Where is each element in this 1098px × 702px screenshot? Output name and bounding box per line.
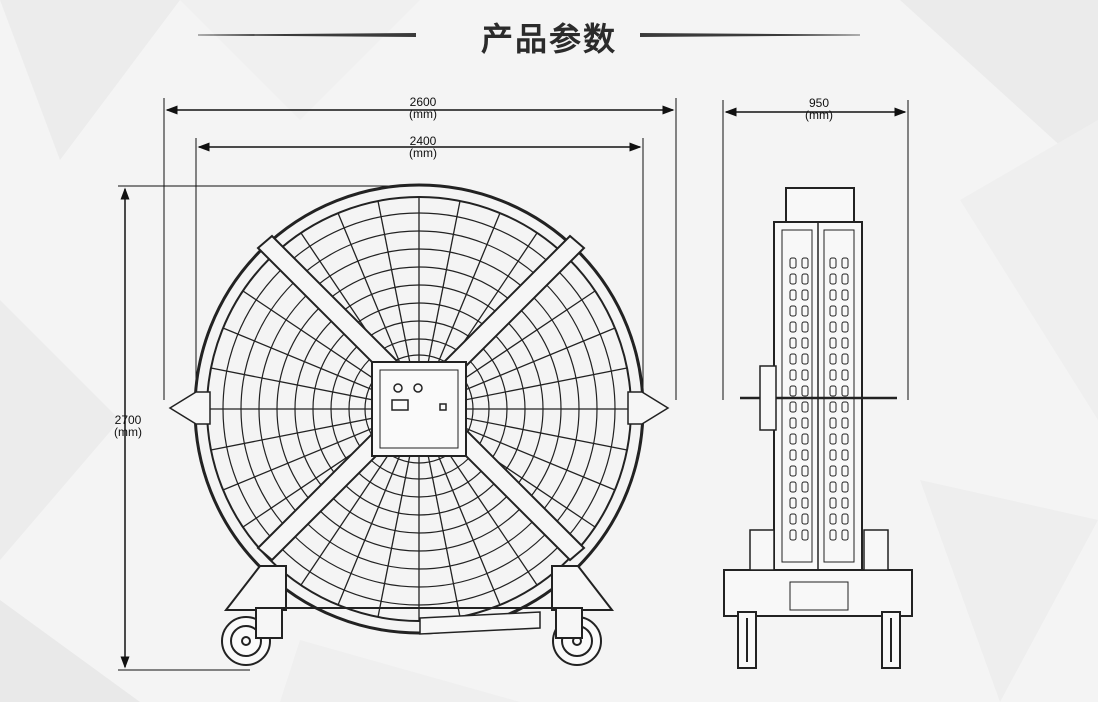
vent-slot: [789, 305, 797, 317]
dimension-outer-width: [163, 98, 677, 400]
vent-slot: [801, 401, 809, 413]
fan-side-view: [723, 187, 913, 669]
vent-slot: [829, 401, 837, 413]
dimension-value: 950: [808, 96, 830, 110]
vent-slot: [789, 369, 797, 381]
dimension-label-outer-width: 2600 (mm): [398, 96, 448, 120]
dimension-height: [118, 185, 420, 671]
vent-slot: [829, 353, 837, 365]
vent-slot: [829, 257, 837, 269]
vent-slot: [801, 257, 809, 269]
vent-slot: [801, 433, 809, 445]
vent-slot: [801, 449, 809, 461]
front-left-wheel: [221, 607, 283, 666]
vent-slot: [801, 497, 809, 509]
title-decoration-left: [198, 33, 416, 37]
vent-slot: [801, 305, 809, 317]
dimension-label-inner-width: 2400 (mm): [398, 135, 448, 159]
vent-slot: [841, 257, 849, 269]
vent-slot: [801, 353, 809, 365]
dimension-label-height: 2700 (mm): [103, 414, 153, 438]
vent-slot: [789, 449, 797, 461]
vent-slot: [829, 289, 837, 301]
vent-slot: [801, 369, 809, 381]
vent-slot: [801, 337, 809, 349]
vent-slot: [801, 321, 809, 333]
vent-slot: [841, 497, 849, 509]
vent-slot: [841, 481, 849, 493]
dimension-unit: (mm): [409, 107, 437, 121]
vent-slot: [789, 433, 797, 445]
vent-slot: [829, 369, 837, 381]
title-decoration-right: [640, 33, 860, 37]
vent-slot: [841, 369, 849, 381]
vent-slot: [841, 465, 849, 477]
vent-slot: [789, 481, 797, 493]
dimension-inner-width: [195, 138, 644, 400]
vent-slot: [841, 289, 849, 301]
vent-slot: [841, 305, 849, 317]
vent-slot: [789, 529, 797, 541]
vent-slot: [801, 273, 809, 285]
vent-slot: [801, 465, 809, 477]
vent-slot: [801, 289, 809, 301]
vent-slot: [789, 497, 797, 509]
vent-slot: [841, 433, 849, 445]
front-right-wheel: [552, 607, 602, 666]
vent-slot: [829, 321, 837, 333]
dimension-value: 2700: [114, 413, 142, 427]
dimension-value: 2600: [409, 95, 437, 109]
vent-slot: [841, 353, 849, 365]
vent-slot: [789, 321, 797, 333]
vent-slot: [801, 529, 809, 541]
page-title: 产品参数: [480, 20, 617, 58]
vent-slot: [829, 385, 837, 397]
dimension-unit: (mm): [409, 146, 437, 160]
vent-slot: [829, 513, 837, 525]
vent-slot: [789, 465, 797, 477]
fan-front-view: [168, 183, 670, 666]
vent-slot: [841, 417, 849, 429]
vent-slot: [841, 449, 849, 461]
vent-slot: [789, 385, 797, 397]
vent-slot: [829, 417, 837, 429]
vent-slot: [841, 529, 849, 541]
vent-slot: [829, 305, 837, 317]
vent-slot: [801, 481, 809, 493]
vent-slot: [841, 513, 849, 525]
vent-slot: [841, 321, 849, 333]
dimension-value: 2400: [409, 134, 437, 148]
vent-slot: [801, 417, 809, 429]
vent-slot: [829, 497, 837, 509]
vent-slot: [841, 385, 849, 397]
vent-slot: [829, 481, 837, 493]
side-vent-slots: [789, 257, 849, 541]
vent-slot: [789, 337, 797, 349]
vent-slot: [829, 529, 837, 541]
vent-slot: [789, 289, 797, 301]
vent-slot: [841, 337, 849, 349]
vent-slot: [829, 337, 837, 349]
vent-slot: [789, 417, 797, 429]
vent-slot: [789, 273, 797, 285]
vent-slot: [789, 401, 797, 413]
vent-slot: [829, 433, 837, 445]
dimension-depth: [722, 100, 909, 400]
vent-slot: [789, 257, 797, 269]
vent-slot: [789, 353, 797, 365]
dimension-unit: (mm): [114, 425, 142, 439]
vent-slot: [829, 449, 837, 461]
vent-slot: [841, 273, 849, 285]
vent-slot: [829, 465, 837, 477]
vent-slot: [829, 273, 837, 285]
vent-slot: [789, 513, 797, 525]
vent-slot: [801, 385, 809, 397]
dimension-unit: (mm): [805, 108, 833, 122]
dimension-label-depth: 950 (mm): [794, 97, 844, 121]
vent-slot: [801, 513, 809, 525]
vent-slot: [841, 401, 849, 413]
